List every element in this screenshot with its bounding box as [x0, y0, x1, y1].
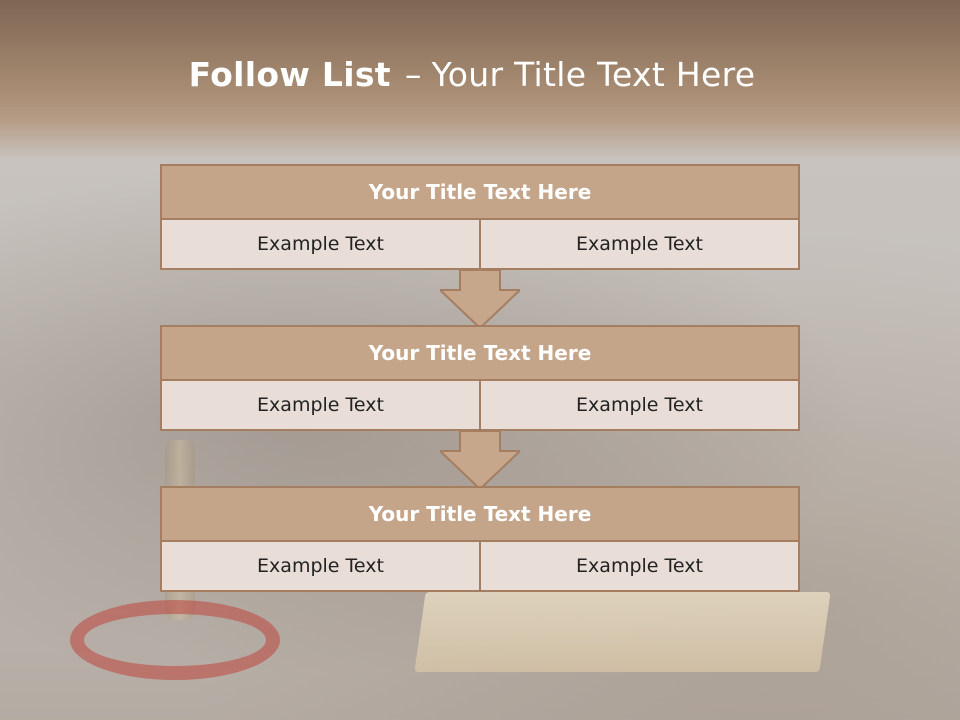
block-cell-left[interactable]: Example Text [160, 542, 481, 592]
slide-title: Follow List–Your Title Text Here [0, 55, 944, 94]
block-cell-left[interactable]: Example Text [160, 220, 481, 270]
title-separator: – [404, 55, 422, 94]
list-block-2: Your Title Text Here Example Text Exampl… [160, 325, 800, 431]
block-cell-right[interactable]: Example Text [481, 220, 800, 270]
title-rest: Your Title Text Here [431, 55, 756, 94]
block-cell-right[interactable]: Example Text [481, 381, 800, 431]
block-cell-left[interactable]: Example Text [160, 381, 481, 431]
header-band [0, 0, 960, 160]
block-row: Example Text Example Text [160, 220, 800, 270]
open-book-decoration [414, 592, 831, 672]
block-row: Example Text Example Text [160, 542, 800, 592]
title-bold: Follow List [188, 55, 391, 94]
down-arrow-icon [440, 431, 520, 491]
block-title[interactable]: Your Title Text Here [160, 164, 800, 220]
block-title[interactable]: Your Title Text Here [160, 325, 800, 381]
list-block-1: Your Title Text Here Example Text Exampl… [160, 164, 800, 270]
list-block-3: Your Title Text Here Example Text Exampl… [160, 486, 800, 592]
block-cell-right[interactable]: Example Text [481, 542, 800, 592]
red-ring-decoration [70, 600, 280, 680]
down-arrow-icon [440, 270, 520, 330]
block-title[interactable]: Your Title Text Here [160, 486, 800, 542]
block-row: Example Text Example Text [160, 381, 800, 431]
